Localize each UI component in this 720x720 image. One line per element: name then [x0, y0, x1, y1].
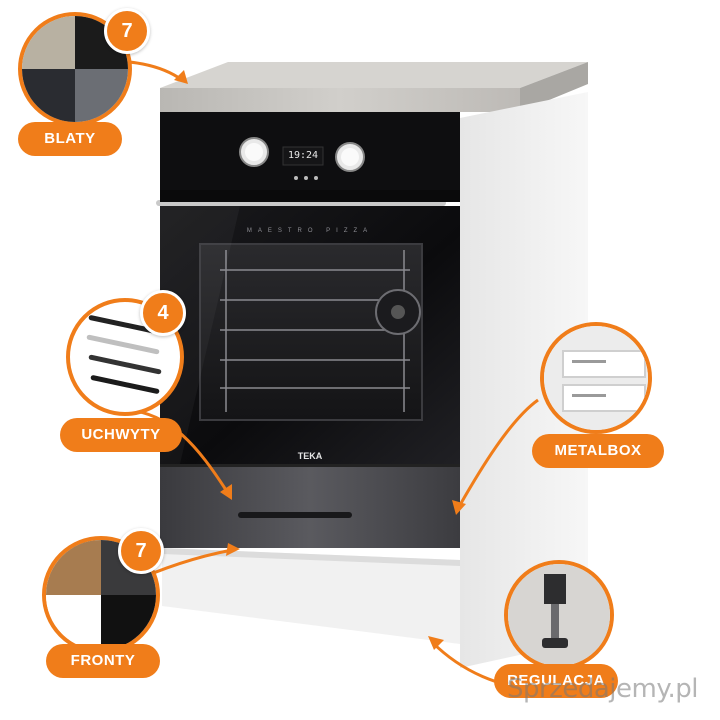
metalbox-circle — [540, 322, 652, 434]
adjustable-feet-circle — [504, 560, 614, 670]
fronts-label: FRONTY — [46, 644, 160, 678]
metalbox-label: METALBOX — [532, 434, 664, 468]
handles-label: UCHWYTY — [60, 418, 182, 452]
worktop-count-badge: 7 — [104, 8, 150, 54]
worktop-label: BLATY — [18, 122, 122, 156]
cabinet-side — [460, 92, 588, 668]
watermark-logo: Sprzedajemy.pl — [507, 674, 699, 704]
adjustable-feet-label: REGULACJA — [494, 664, 618, 698]
oven — [156, 112, 460, 464]
handles-count-badge: 4 — [140, 290, 186, 336]
oven-clock-display: 19:24 — [287, 150, 319, 161]
oven-series-label: MAESTRO PIZZA — [246, 228, 374, 234]
oven-brand-logo: TEKA — [297, 451, 323, 461]
drawer-front — [160, 464, 460, 548]
worktop — [160, 62, 588, 112]
fronts-count-badge: 7 — [118, 528, 164, 574]
plinth — [162, 548, 460, 644]
